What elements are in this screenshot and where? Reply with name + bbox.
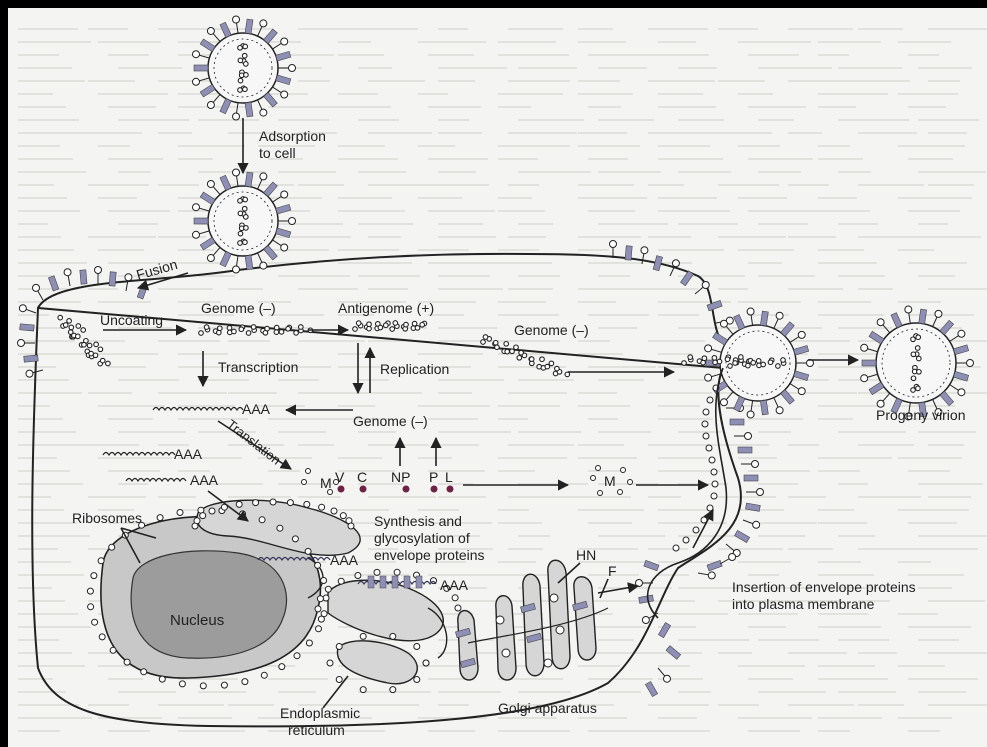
virion-top — [192, 16, 295, 120]
label-ribosomes: Ribosomes — [72, 510, 142, 526]
label-protein-v: V — [335, 469, 345, 485]
label-m-right: M — [604, 473, 616, 489]
label-antigenome: Antigenome (+) — [338, 300, 434, 316]
paramyxovirus-replication-diagram: Adsorption to cell Fusion Uncoating Geno… — [8, 8, 987, 747]
label-protein-l: L — [445, 469, 453, 485]
label-er-2: reticulum — [288, 722, 345, 738]
label-translation: Translation — [224, 417, 284, 468]
label-genome-neg-1: Genome (–) — [201, 300, 276, 316]
label-er-1: Endoplasmic — [280, 705, 360, 721]
golgi-apparatus — [458, 560, 608, 680]
label-protein-p: P — [429, 469, 438, 485]
label-genome-neg-2: Genome (–) — [353, 413, 428, 429]
membrane-spikes-right — [610, 241, 734, 325]
pointer-er — [323, 676, 348, 708]
label-aaa-3: AAA — [190, 472, 219, 488]
label-genome-neg-3: Genome (–) — [514, 322, 589, 338]
figure-frame: Adsorption to cell Fusion Uncoating Geno… — [8, 8, 987, 747]
label-hn: HN — [576, 547, 596, 563]
label-golgi: Golgi apparatus — [498, 700, 597, 716]
label-aaa-5: AAA — [440, 577, 469, 593]
label-m-left: M — [320, 475, 332, 491]
label-aaa-1: AAA — [242, 401, 271, 417]
label-f: F — [608, 563, 617, 579]
label-aaa-4: AAA — [330, 552, 359, 568]
virion-progeny — [861, 306, 974, 420]
label-synthesis-1: Synthesis and — [374, 513, 462, 529]
label-synthesis-3: envelope proteins — [374, 547, 485, 563]
label-uncoating: Uncoating — [100, 312, 163, 328]
label-synthesis-2: glycosylation of — [374, 530, 470, 546]
label-protein-c: C — [357, 469, 367, 485]
label-aaa-2: AAA — [174, 446, 203, 462]
label-protein-np: NP — [391, 469, 410, 485]
protein-dots — [338, 486, 454, 493]
label-insertion-1: Insertion of envelope proteins — [732, 579, 916, 595]
label-insertion-2: into plasma membrane — [732, 596, 875, 612]
label-transcription: Transcription — [218, 359, 298, 375]
label-nucleus: Nucleus — [170, 612, 224, 629]
label-adsorption-2: to cell — [259, 145, 296, 161]
label-progeny: Progeny virion — [876, 407, 966, 423]
label-adsorption-1: Adsorption — [259, 128, 326, 144]
label-replication: Replication — [380, 361, 449, 377]
